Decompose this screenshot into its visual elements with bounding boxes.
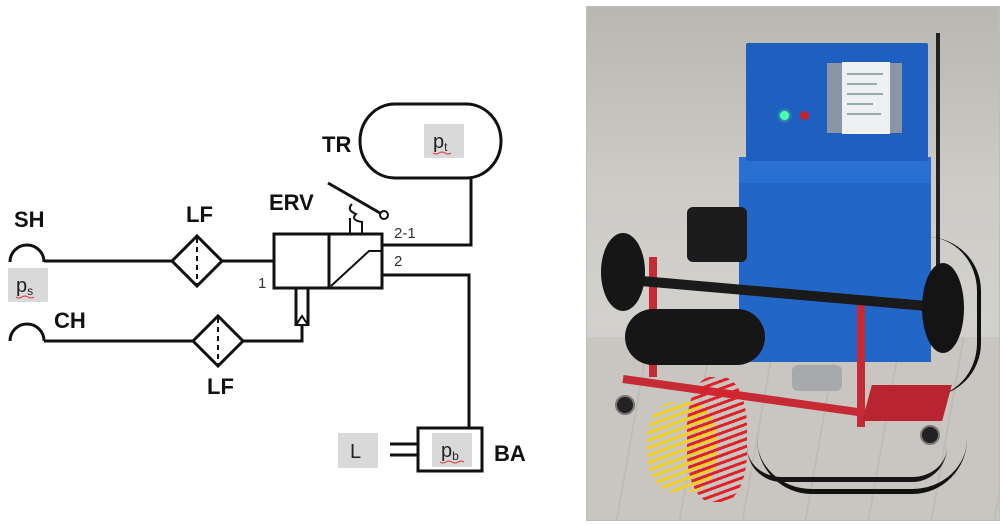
brake-drum-left <box>601 233 645 311</box>
black-hose <box>747 447 947 482</box>
l-label: L <box>350 441 361 463</box>
screen-text-line <box>847 103 873 105</box>
screen-text-line <box>847 113 881 115</box>
green-indicator-light <box>780 111 789 120</box>
erv-port-2-1: 2-1 <box>394 225 416 242</box>
test-bench-photo <box>586 6 1000 521</box>
red-indicator-button <box>800 111 809 120</box>
load: L <box>338 433 418 468</box>
screen-text-line <box>847 83 877 85</box>
brake-chamber <box>687 207 747 262</box>
red-coiled-hose <box>687 377 747 502</box>
erv-to-ba-line <box>382 273 471 428</box>
brake-actuator: pb BA <box>416 426 526 473</box>
pneumatic-schematic: SH ps LF CH LF ERV 1 2-1 2 <box>8 102 526 473</box>
pt-variable: pt <box>433 131 448 154</box>
ps-variable: ps <box>16 275 33 298</box>
erv-port-2: 2 <box>394 253 402 270</box>
screen-text-line <box>847 93 883 95</box>
pb-variable: pb <box>441 440 459 463</box>
lf-control-label: LF <box>207 374 234 399</box>
ch-label: CH <box>54 308 86 333</box>
supply-line-filter: LF <box>169 202 225 289</box>
lf-to-erv-control-line <box>243 325 304 343</box>
sh-label: SH <box>14 207 45 232</box>
ps-box <box>8 268 48 302</box>
pb-box <box>432 433 472 467</box>
tr-label: TR <box>322 132 351 157</box>
frame-post-right <box>857 297 865 427</box>
erv-port-1: 1 <box>258 275 266 292</box>
caster-wheel-left <box>615 395 635 415</box>
cabinet-lip <box>739 157 931 183</box>
erv-valve: ERV 1 2-1 2 <box>258 181 416 326</box>
frame-foot <box>862 385 952 421</box>
erv-label: ERV <box>269 190 314 215</box>
screen-text-line <box>847 73 883 75</box>
trailer-reservoir: TR pt <box>322 102 503 180</box>
lf-supply-label: LF <box>186 202 213 227</box>
cabinet-lower <box>739 157 931 362</box>
erv-to-tr-line <box>382 178 473 247</box>
relay-valve-fitting <box>792 365 842 391</box>
vertical-rod <box>936 33 940 333</box>
black-hose-side <box>927 237 981 397</box>
sh-coupling-head: SH ps <box>8 207 48 302</box>
black-hose <box>757 439 967 494</box>
air-reservoir-tank <box>625 309 765 365</box>
control-line-filter: LF <box>190 313 246 399</box>
ch-coupling-head: CH <box>8 308 86 342</box>
ba-label: BA <box>494 441 526 466</box>
